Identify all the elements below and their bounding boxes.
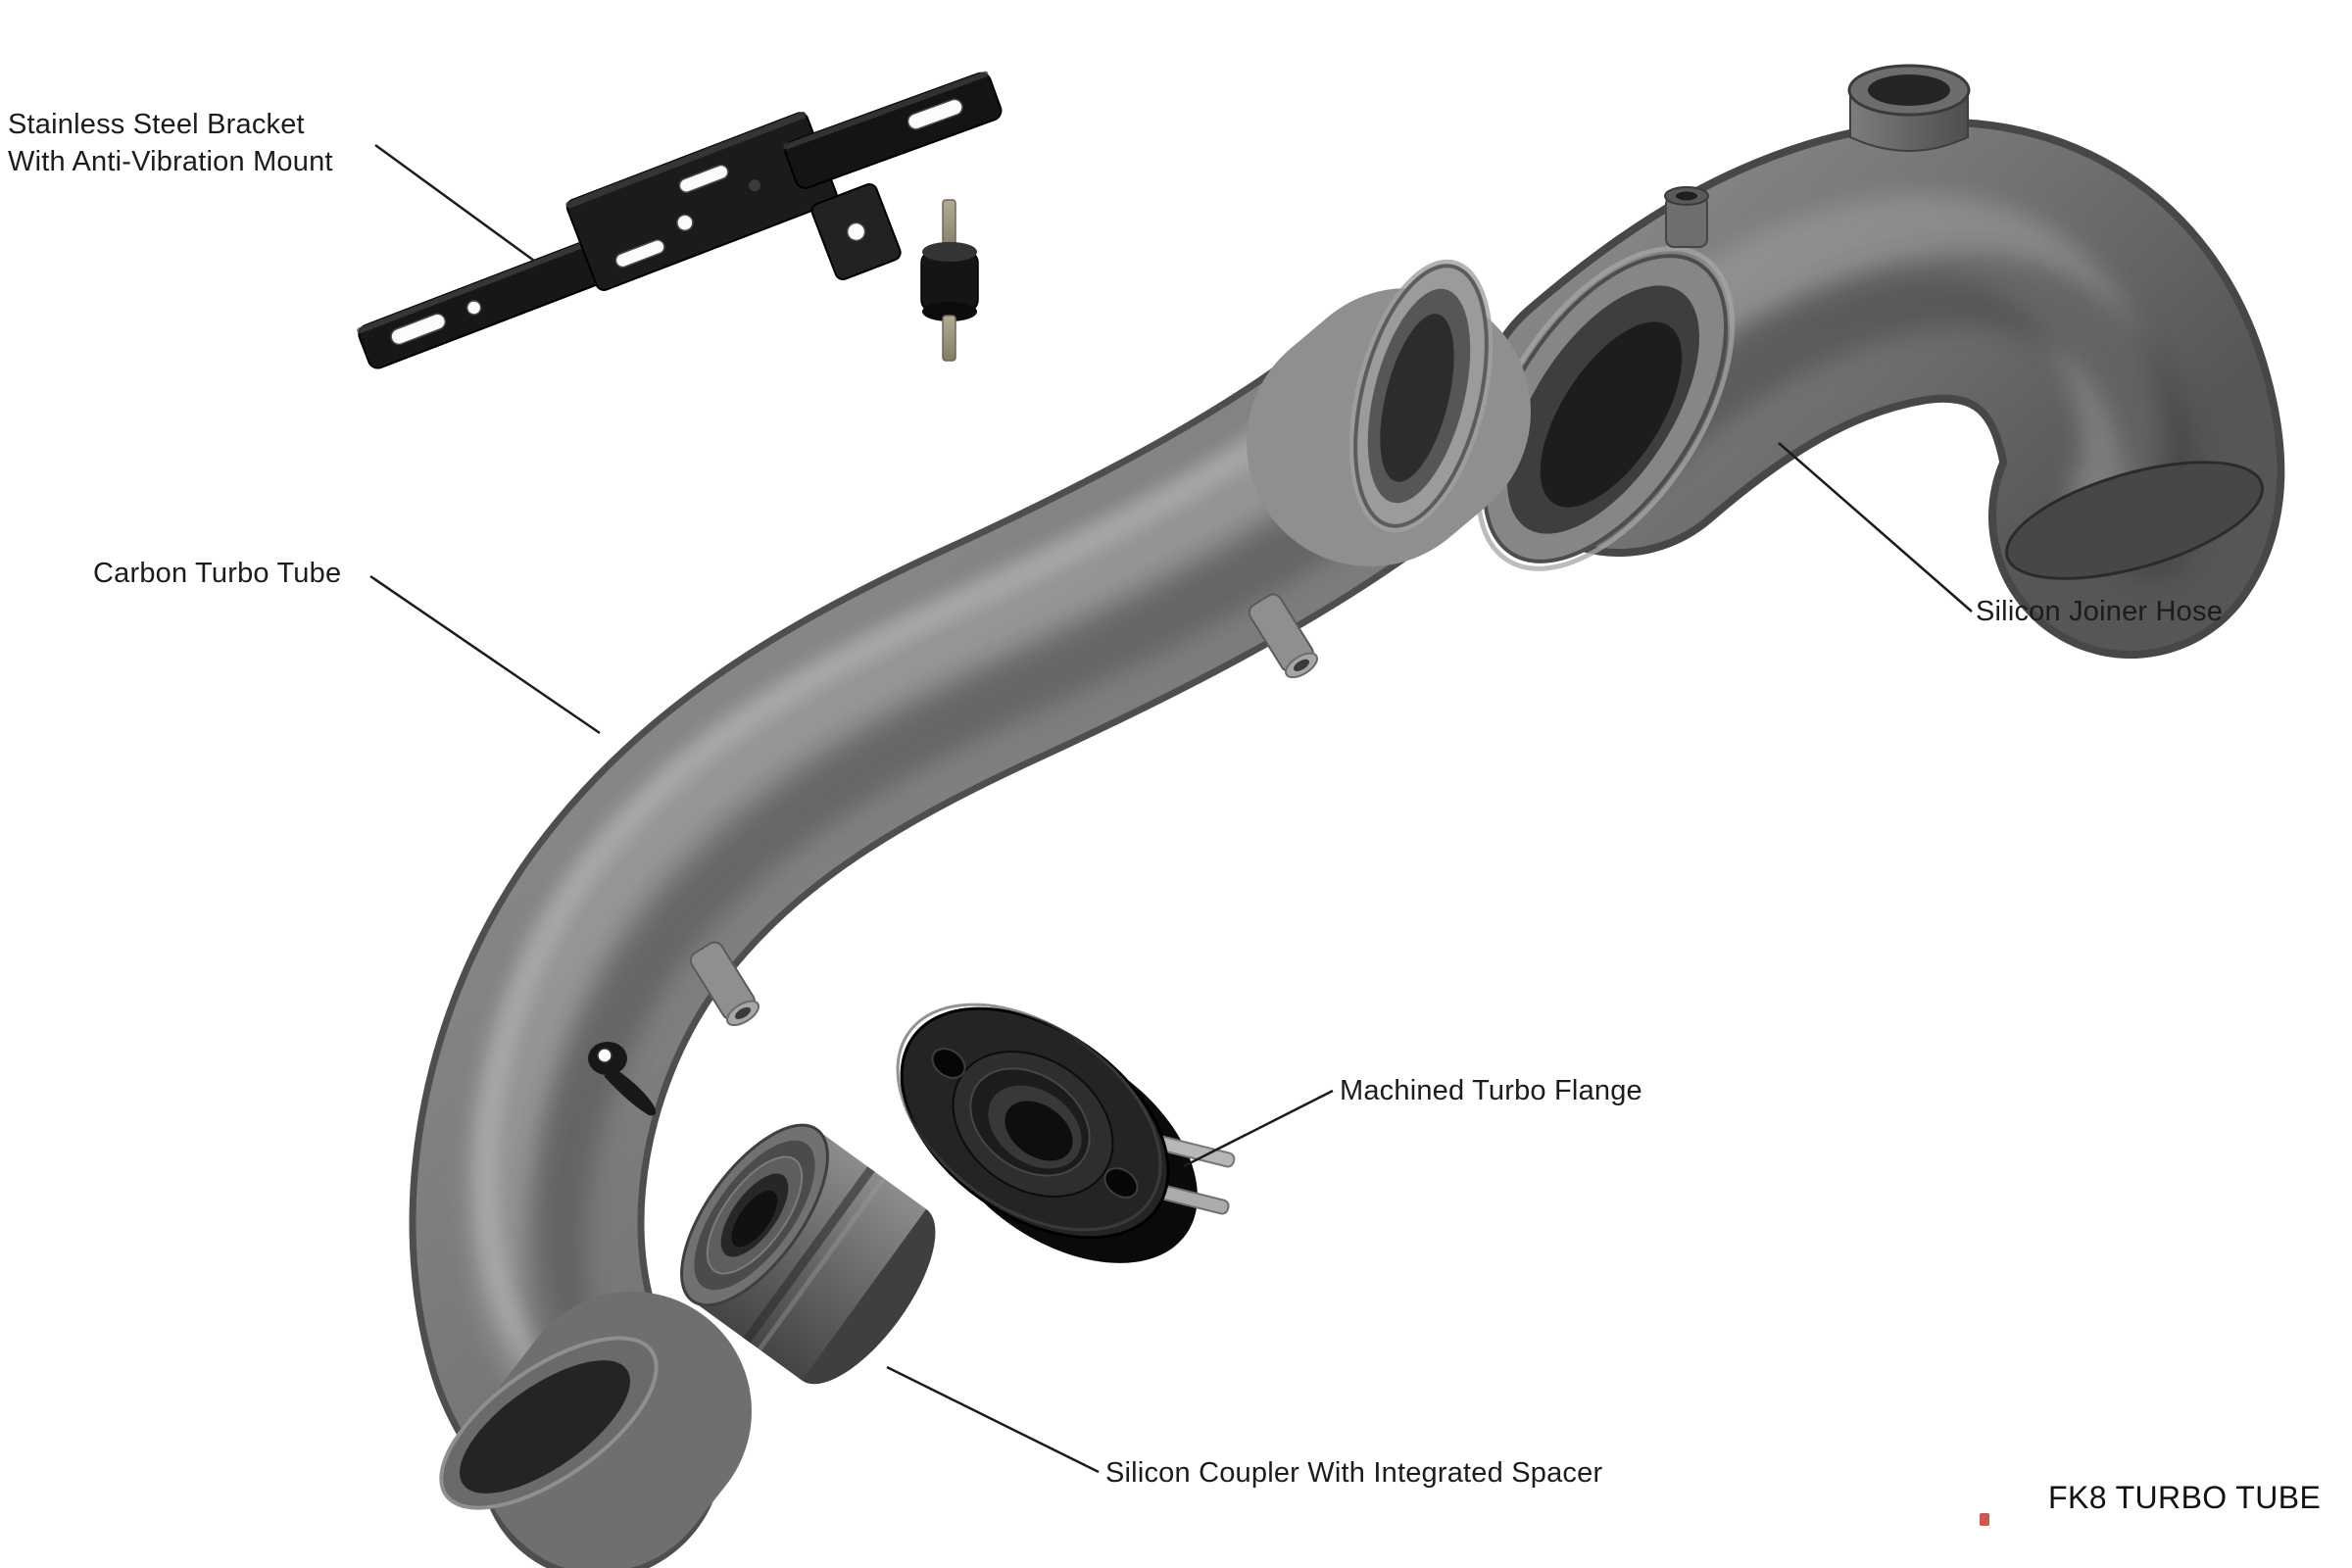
- label-bracket-line1: Stainless Steel Bracket: [8, 109, 305, 140]
- leader-line-hose: [1778, 442, 1973, 612]
- stainless-steel-bracket: [357, 71, 1003, 369]
- leader-line-bracket: [374, 143, 535, 263]
- leader-line-flange: [1183, 1089, 1334, 1168]
- bracket-slot: [614, 239, 665, 269]
- bracket-slot: [390, 313, 447, 346]
- tube-port-fitting: [1248, 593, 1319, 679]
- red-marker: [1980, 1513, 1989, 1526]
- tube-port-fitting: [689, 941, 760, 1027]
- machined-turbo-flange: [896, 1003, 1236, 1263]
- bracket-hole: [676, 214, 694, 231]
- bracket-slot: [678, 164, 729, 193]
- label-silicon-joiner-hose: Silicon Joiner Hose: [1976, 596, 2224, 627]
- carbon-turbo-tube: [409, 259, 1531, 1568]
- bracket-hole: [466, 300, 482, 316]
- silicon-joiner-hose: [1475, 64, 2285, 659]
- diagram-title: FK8 TURBO TUBE: [2048, 1480, 2322, 1515]
- hose-top-port: [1847, 64, 1971, 152]
- label-machined-turbo-flange: Machined Turbo Flange: [1340, 1075, 1642, 1106]
- hose-small-nipple: [1664, 186, 1709, 248]
- bracket-slot: [906, 98, 963, 130]
- bracket-hole: [846, 221, 866, 242]
- flange-bolt-hole: [931, 1048, 966, 1079]
- anti-vibration-mount: [920, 199, 979, 362]
- label-silicon-coupler: Silicon Coupler With Integrated Spacer: [1105, 1457, 1603, 1489]
- leader-line-coupler: [886, 1365, 1100, 1474]
- retainer-clip: [588, 1042, 657, 1116]
- label-bracket: Stainless Steel Bracket With Anti-Vibrat…: [8, 106, 333, 180]
- silicon-coupler: [680, 1123, 936, 1385]
- leader-line-tube: [369, 574, 601, 735]
- label-bracket-line2: With Anti-Vibration Mount: [8, 146, 333, 177]
- flange-bolt-hole: [1103, 1167, 1139, 1199]
- label-carbon-turbo-tube: Carbon Turbo Tube: [93, 558, 342, 589]
- flange-studs: [1147, 1135, 1236, 1215]
- leader-lines: [369, 143, 1973, 1474]
- hose-end-cut: [2005, 461, 2264, 580]
